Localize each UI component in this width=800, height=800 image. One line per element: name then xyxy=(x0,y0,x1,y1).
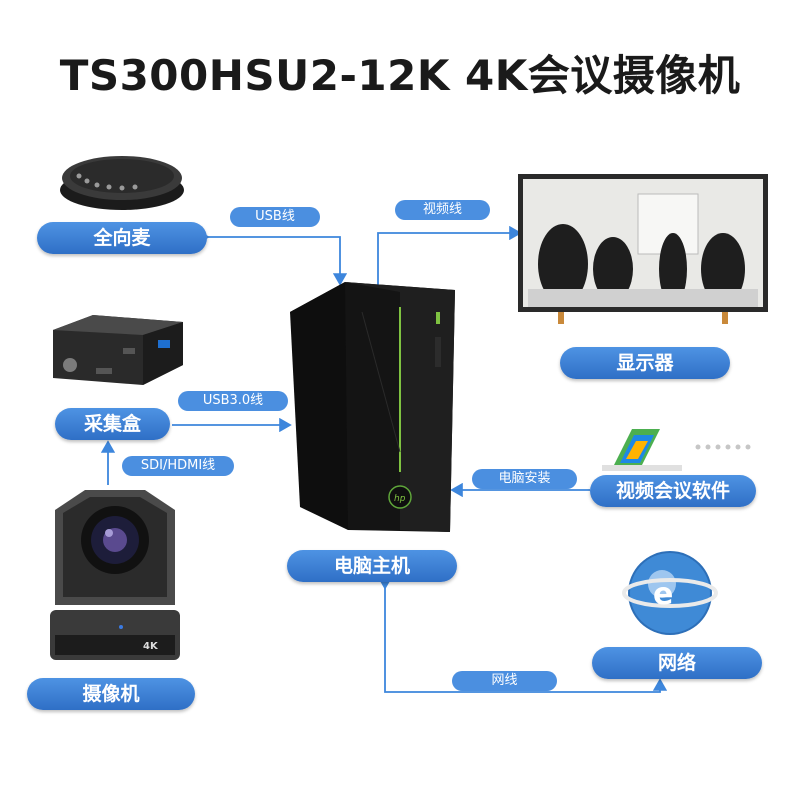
video-line xyxy=(377,225,522,290)
network-line xyxy=(377,577,668,693)
node-host: 电脑主机 xyxy=(287,550,457,582)
tag-net-cable: 网线 xyxy=(452,671,557,691)
svg-text:e: e xyxy=(653,577,673,612)
usb-line xyxy=(197,229,348,286)
tag-sdi-hdmi: SDI/HDMI线 xyxy=(122,456,234,476)
page-title: TS300HSU2-12K 4K会议摄像机 xyxy=(59,51,741,100)
tag-video: 视频线 xyxy=(395,200,490,220)
tag-install: 电脑安装 xyxy=(472,469,577,489)
capture-box-image xyxy=(53,315,183,385)
node-camera: 摄像机 xyxy=(27,678,195,710)
node-network: 网络 xyxy=(592,647,762,679)
node-mic: 全向麦 xyxy=(37,222,207,254)
speakerphone-image xyxy=(60,156,184,210)
tag-usb3: USB3.0线 xyxy=(178,391,288,411)
monitor-meeting-image xyxy=(518,174,768,324)
svg-text:hp: hp xyxy=(394,494,406,504)
tag-usb: USB线 xyxy=(230,207,320,227)
node-capture-box: 采集盒 xyxy=(55,408,170,440)
software-logo-image xyxy=(602,429,751,471)
network-globe-image: e xyxy=(622,551,718,635)
node-display: 显示器 xyxy=(560,347,730,379)
ptz-camera-image: 4K xyxy=(50,490,180,660)
svg-text:4K: 4K xyxy=(143,641,159,652)
pc-tower-image: hp xyxy=(290,282,455,532)
node-software: 视频会议软件 xyxy=(590,475,756,507)
